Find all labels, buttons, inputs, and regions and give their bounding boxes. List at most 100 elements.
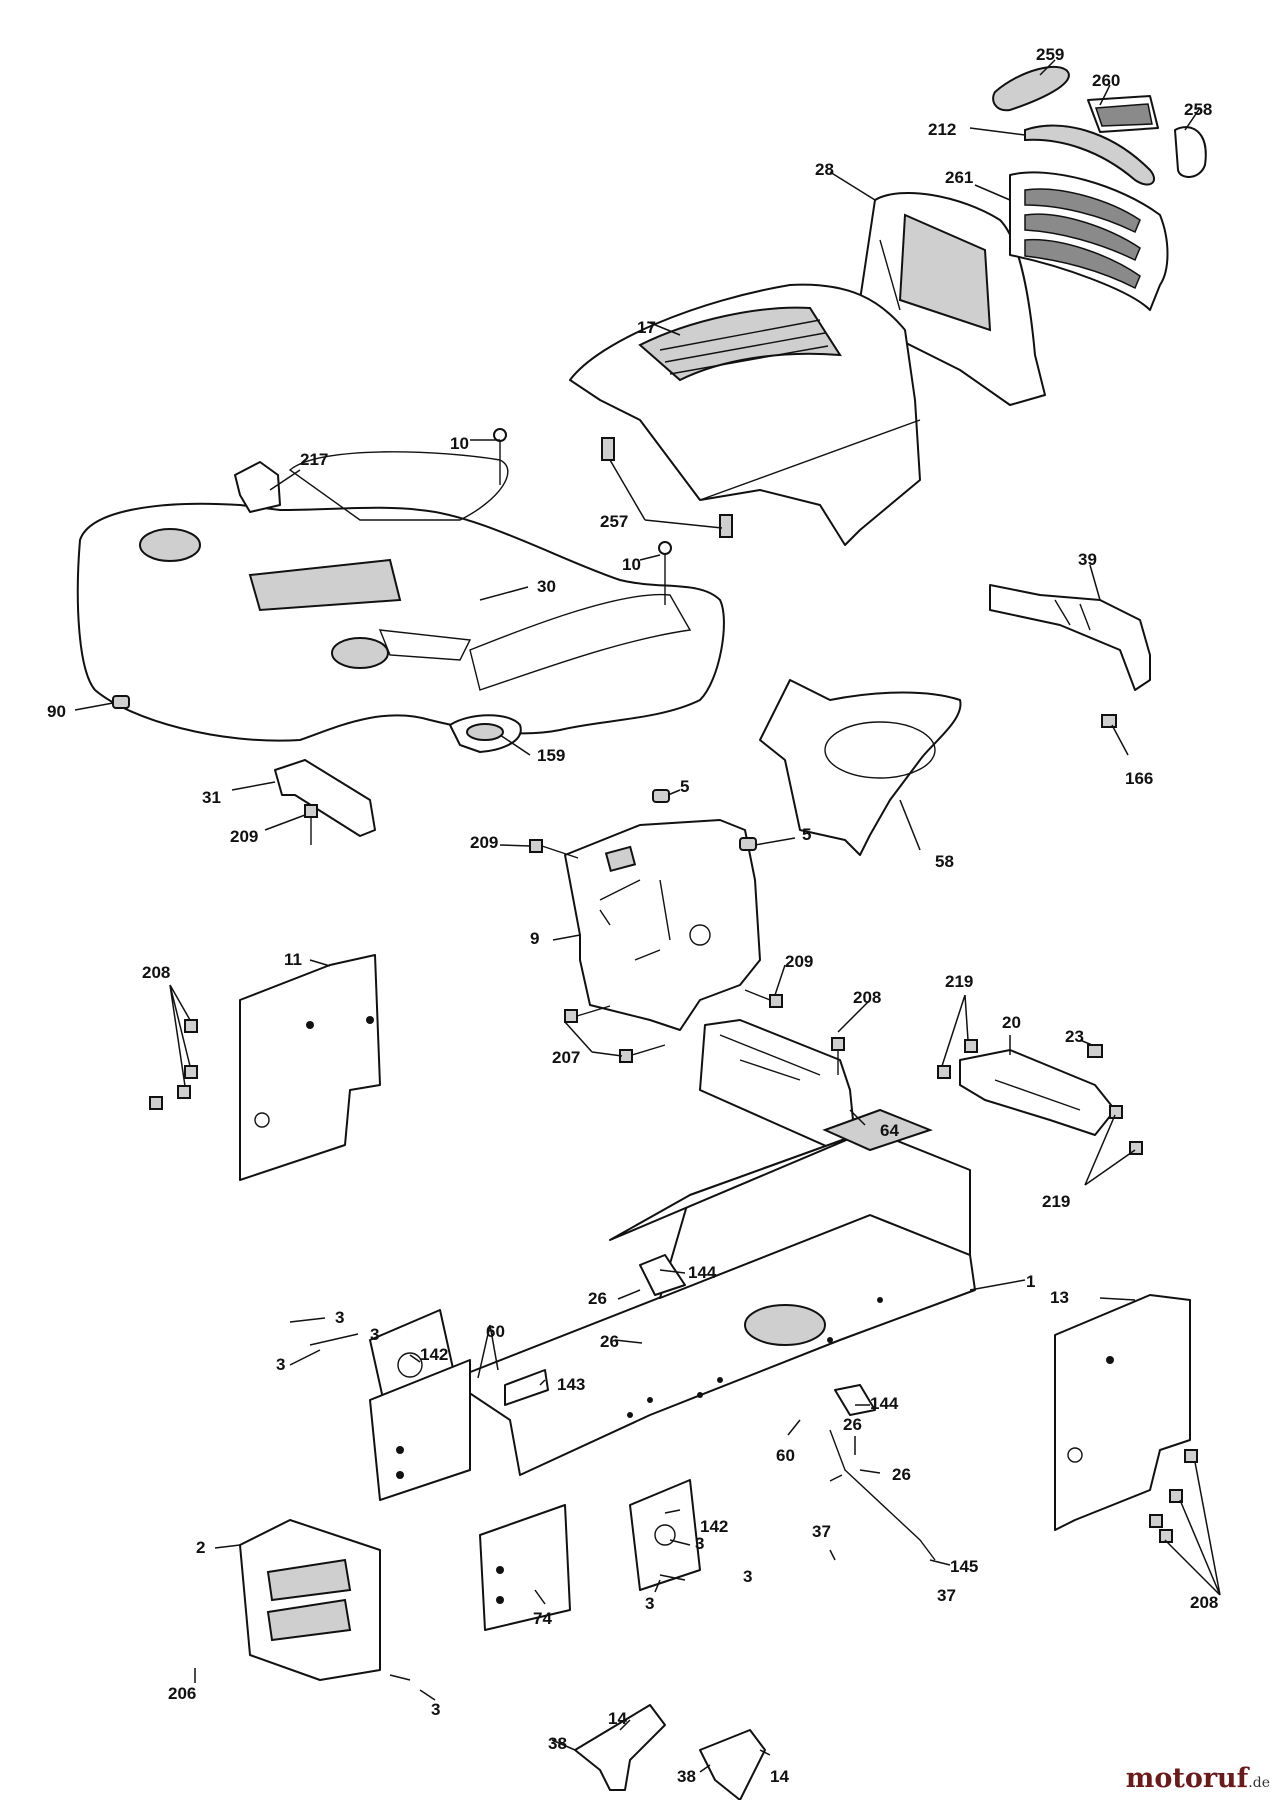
screw-209-c [744,989,783,1008]
callout-10-a: 10 [450,434,469,453]
grille-frame-28 [859,191,1046,406]
fuel-cap-217 [234,461,281,513]
main-frame-1 [449,1108,976,1476]
screw-166 [1101,714,1117,728]
callout-142-a: 142 [420,1345,448,1364]
callout-219-b: 219 [1042,1192,1070,1211]
callout-26-d: 26 [892,1465,911,1484]
callout-28: 28 [815,160,834,179]
side-panel-11 [239,954,381,1181]
callout-142-b: 142 [700,1517,728,1536]
cup-holder-159 [449,714,522,753]
callout-3-e: 3 [743,1567,752,1586]
clip-144-a [639,1254,686,1296]
callout-60-b: 60 [776,1446,795,1465]
callout-2: 2 [196,1538,205,1557]
callout-90: 90 [47,702,66,721]
callout-159: 159 [537,746,565,765]
callout-9: 9 [530,929,539,948]
callout-261: 261 [945,168,973,187]
callout-209-b: 209 [470,833,498,852]
plug-5-a [652,789,670,803]
headlight-258 [1174,126,1207,178]
callout-31: 31 [202,788,221,807]
callout-145: 145 [950,1557,978,1576]
callout-3-g: 3 [431,1700,440,1719]
callout-257: 257 [600,512,628,531]
callout-37-a: 37 [812,1522,831,1541]
front-bracket-right [479,1504,571,1631]
callout-258: 258 [1184,100,1212,119]
callout-14-b: 14 [770,1767,789,1786]
screw-207 [564,1005,666,1063]
callout-3-c: 3 [276,1355,285,1374]
callout-166: 166 [1125,769,1153,788]
leader-lines [74,59,1221,1773]
bolt-10-a [493,428,507,485]
callout-26-c: 26 [843,1415,862,1434]
callout-3-f: 3 [645,1594,654,1613]
callout-64: 64 [880,1121,899,1140]
callout-26-a: 26 [588,1289,607,1308]
bracket-38-b [699,1729,766,1800]
callout-17: 17 [637,318,656,337]
plug-5-b [739,837,757,851]
hood-side-cover-259 [992,65,1070,112]
callout-58: 58 [935,852,954,871]
callout-143: 143 [557,1375,585,1394]
callout-1: 1 [1026,1272,1035,1291]
callout-38-a: 38 [548,1734,567,1753]
bracket-31 [274,759,376,837]
grille-261 [1009,171,1169,311]
callout-38-b: 38 [677,1767,696,1786]
callout-11: 11 [284,950,302,969]
callout-13: 13 [1050,1288,1069,1307]
bumper-2 [239,1519,381,1681]
rod-145 [829,1429,936,1561]
callout-207: 207 [552,1048,580,1067]
callout-3-d: 3 [695,1534,704,1553]
bolts-208-a [149,1019,198,1110]
front-bracket-left [369,1359,471,1501]
callout-3-b: 3 [370,1325,379,1344]
callout-259: 259 [1036,45,1064,64]
callout-5-b: 5 [802,825,811,844]
callout-37-b: 37 [937,1586,956,1605]
watermark-brand: motoruf [1125,1763,1249,1794]
nut-23 [1087,1044,1103,1058]
callout-5-a: 5 [680,777,689,796]
callout-144-a: 144 [688,1263,717,1282]
plate-142-b [629,1479,701,1591]
watermark-tld: .de [1248,1775,1270,1791]
callout-23: 23 [1065,1027,1084,1046]
shield-58 [759,679,962,856]
bolt-208-b [831,1037,845,1075]
callout-39: 39 [1078,550,1097,569]
side-panel-13 [1054,1294,1191,1531]
callout-208-a: 208 [142,963,170,982]
callout-219-a: 219 [945,972,973,991]
callouts: 259 260 258 212 28 261 17 10 217 257 10 … [47,45,1218,1786]
bracket-64 [699,1019,856,1151]
callout-208-c: 208 [1190,1593,1218,1612]
callout-206: 206 [168,1684,196,1703]
callout-30: 30 [537,577,556,596]
hood-17 [569,283,921,546]
callout-26-b: 26 [600,1332,619,1351]
callout-212: 212 [928,120,956,139]
callout-217: 217 [300,450,328,469]
bracket-39 [989,584,1151,691]
callout-3-a: 3 [335,1308,344,1327]
bracket-143 [504,1369,549,1406]
callout-208-b: 208 [853,988,881,1007]
screws-219 [937,1039,1143,1155]
dash-panel-9 [564,819,761,1031]
callout-144-b: 144 [870,1394,899,1413]
hood-insert-260 [1087,95,1159,133]
nut-90 [112,695,130,709]
fender-deck-30 [76,451,725,742]
callout-10-b: 10 [622,555,641,574]
watermark-logo: motoruf.de [1126,1763,1270,1794]
clip-144-b [834,1384,876,1416]
